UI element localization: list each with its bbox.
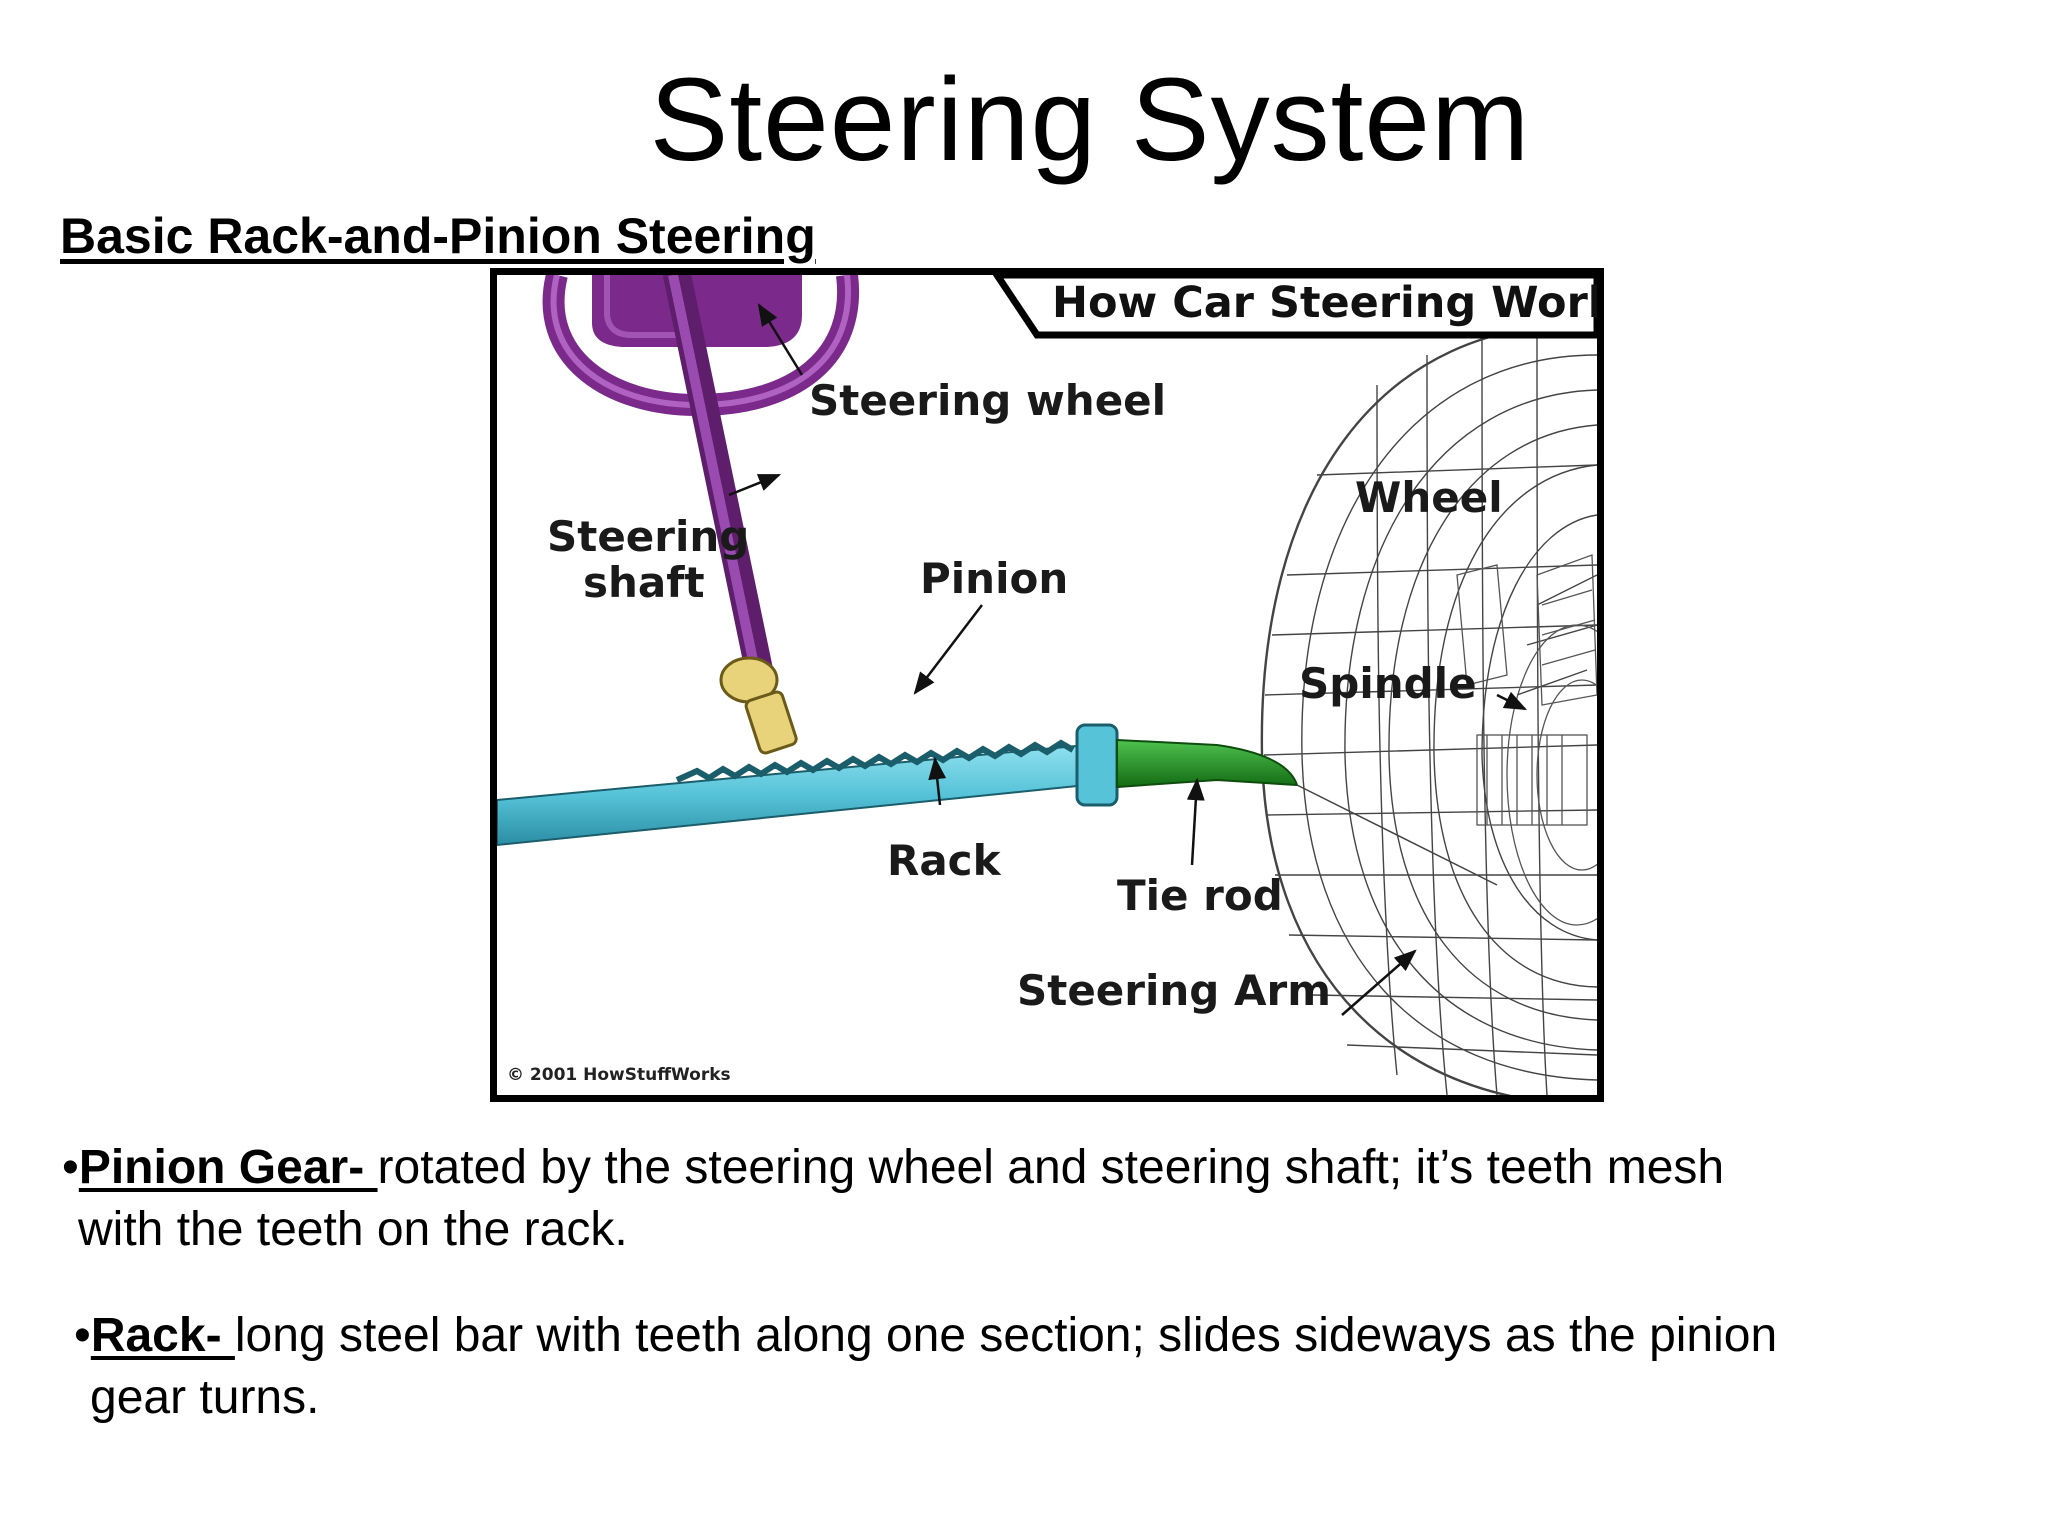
bullet-term: Rack- — [90, 1309, 235, 1362]
label-steering-wheel: Steering wheel — [809, 376, 1166, 425]
pinion-gear — [719, 656, 798, 755]
label-spindle: Spindle — [1299, 659, 1477, 708]
bullet-marker: • — [74, 1309, 91, 1362]
section-heading: Basic Rack-and-Pinion Steering — [60, 208, 816, 264]
label-pinion: Pinion — [920, 554, 1068, 603]
banner-title: How Car Steering Works — [1052, 278, 1597, 328]
label-steering-shaft-1: Steering — [547, 512, 749, 561]
bullet-text: rotated by the steering wheel and steeri… — [377, 1141, 1725, 1194]
label-tie-rod: Tie rod — [1117, 871, 1283, 920]
steering-shaft — [663, 275, 773, 684]
bullet-marker: • — [62, 1141, 79, 1194]
bullet-term: Pinion Gear- — [78, 1141, 378, 1194]
wheel-hub — [1456, 554, 1597, 926]
copyright-notice: © 2001 HowStuffWorks — [507, 1065, 731, 1085]
tire-wireframe — [1260, 323, 1597, 1095]
steering-arm-line — [1296, 784, 1498, 886]
bullet-pinion-gear: •Pinion Gear- rotated by the steering wh… — [62, 1137, 1962, 1261]
page-title: Steering System — [649, 54, 1531, 186]
label-steering-arm: Steering Arm — [1017, 966, 1331, 1015]
bullet-rack: •Rack- long steel bar with teeth along o… — [74, 1305, 1974, 1429]
banner: How Car Steering Works — [992, 275, 1597, 339]
label-wheel: Wheel — [1355, 473, 1503, 522]
bullet-text-continued: gear turns. — [90, 1371, 320, 1424]
steering-diagram: How Car Steering Works Steering wheel St… — [490, 268, 1604, 1102]
label-rack: Rack — [887, 836, 1002, 885]
tie-rod — [1116, 738, 1299, 789]
bullet-text: long steel bar with teeth along one sect… — [234, 1309, 1778, 1362]
bullet-text-continued: with the teeth on the rack. — [78, 1203, 628, 1256]
label-steering-shaft-2: shaft — [583, 558, 705, 607]
diagram-illustration: How Car Steering Works Steering wheel St… — [497, 275, 1597, 1095]
rack — [497, 723, 1119, 847]
leader-arrows — [728, 303, 1528, 1016]
